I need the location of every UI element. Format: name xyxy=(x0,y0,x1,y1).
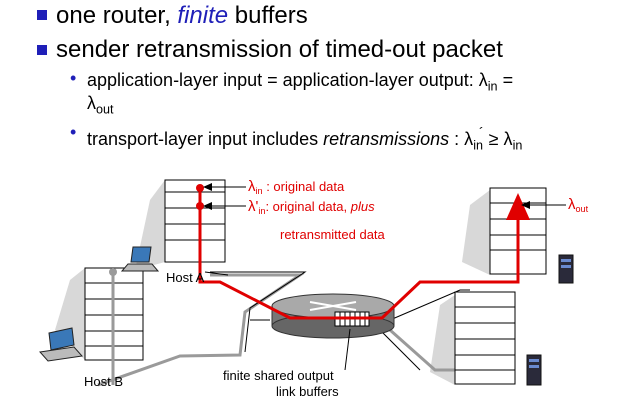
bullet-one-router: one router, finite buffers xyxy=(56,2,308,30)
sub-bullet-app-layer: application-layer input = application-la… xyxy=(87,70,513,93)
link-outline xyxy=(379,329,421,371)
bullet-text: one router, xyxy=(56,2,178,29)
label-text: : original data, xyxy=(265,199,351,214)
sub-bullet-text: : λ xyxy=(449,129,474,149)
label-text: link buffers xyxy=(276,384,339,399)
lambda-in-dot xyxy=(196,184,204,192)
label-lambda-out: λout xyxy=(568,196,588,214)
desktop-icon xyxy=(39,327,83,362)
subscript: out xyxy=(575,204,589,215)
sub-bullet-text: application-layer input = application-la… xyxy=(87,70,488,90)
subscript: in xyxy=(487,79,498,94)
bullet-retransmission: sender retransmission of timed-out packe… xyxy=(56,36,503,64)
server-icon xyxy=(558,254,574,284)
sub-bullet-text: transport-layer input includes xyxy=(87,129,324,149)
lambda-symbol: λ xyxy=(87,93,96,113)
sub-bullet-text: = xyxy=(497,70,514,90)
label-text: retransmitted data xyxy=(280,227,385,242)
subscript: out xyxy=(96,102,114,117)
prime-mark: ´ xyxy=(479,124,484,140)
pointer-buffer xyxy=(344,328,351,371)
subscript: in xyxy=(473,138,483,153)
server-icon xyxy=(526,354,542,386)
label-buffer-line2: link buffers xyxy=(276,384,339,399)
label-emphasis: plus xyxy=(350,199,375,214)
label-buffer-line1: finite shared output xyxy=(223,368,334,383)
label-text: finite shared output xyxy=(223,368,334,383)
label-lambda-in: λin : original data xyxy=(248,178,344,196)
host-label: Host A xyxy=(166,270,205,285)
lambda-symbol: λ xyxy=(568,196,576,213)
gray-link-left xyxy=(97,273,305,387)
subscript: in xyxy=(258,206,266,217)
red-data-path xyxy=(198,188,530,320)
dest-bottom-buffer xyxy=(454,291,516,385)
dest-bottom-shadow xyxy=(430,295,455,385)
label-text: : original data xyxy=(262,179,345,194)
subscript: in xyxy=(512,138,523,153)
label-retransmitted: retransmitted data xyxy=(280,227,385,242)
bullet-text: buffers xyxy=(228,2,308,29)
bullet-marker xyxy=(37,10,47,20)
bullet-marker xyxy=(37,45,47,55)
host-label: Host B xyxy=(84,374,124,389)
link-outline xyxy=(210,271,307,353)
lambda-symbol: λ' xyxy=(248,198,259,215)
bullet-emphasis: finite xyxy=(177,2,229,29)
router-icon xyxy=(271,293,395,339)
sub-bullet-emphasis: retransmissions xyxy=(323,129,450,149)
dest-top-shadow xyxy=(462,190,490,275)
label-lambda-in-prime: λ'in: original data, plus xyxy=(248,198,375,216)
label-host-b: Host B xyxy=(84,374,123,389)
host-a-buffer xyxy=(164,179,226,263)
sub-bullet-dot: • xyxy=(70,68,77,88)
bullet-text: sender retransmission of timed-out packe… xyxy=(56,36,503,63)
sub-bullet-text: ≥ λ xyxy=(483,129,513,149)
lambda-symbol: λ xyxy=(248,178,256,195)
sub-bullet-app-layer-cont: λout xyxy=(87,93,114,116)
label-host-a: Host A xyxy=(166,270,204,285)
host-b-source-dot xyxy=(109,268,117,276)
laptop-icon xyxy=(120,246,160,272)
link-outline xyxy=(389,289,470,321)
pointer-host-a xyxy=(204,271,229,276)
sub-bullet-transport: transport-layer input includes retransmi… xyxy=(87,124,522,152)
lambda-in-prime-dot xyxy=(196,202,204,210)
subscript: in xyxy=(255,186,263,197)
sub-bullet-dot: • xyxy=(70,122,77,142)
